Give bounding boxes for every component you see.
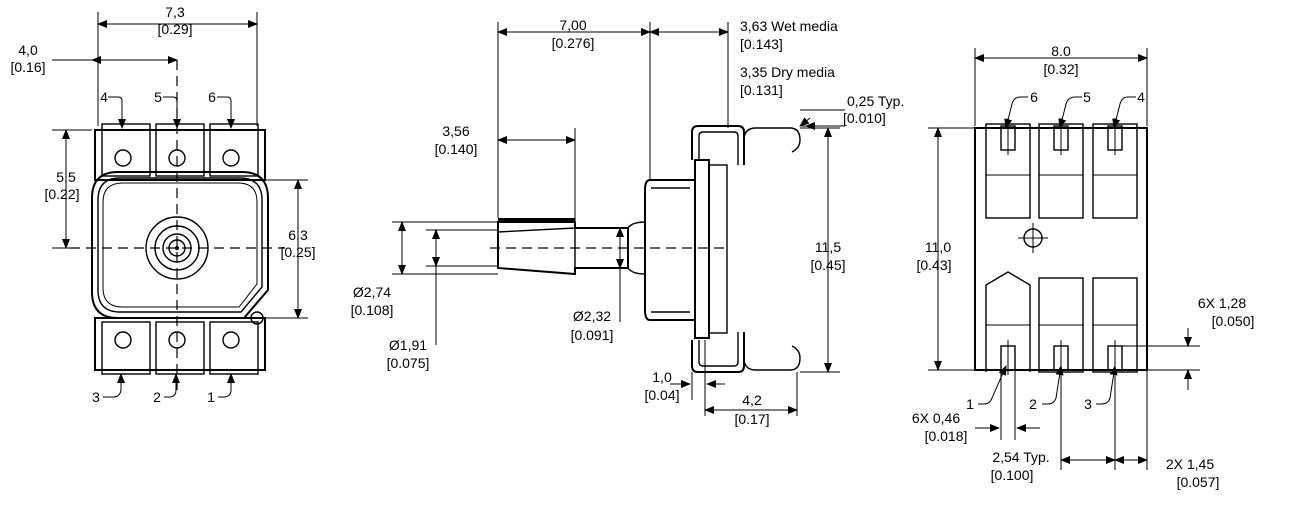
pin-label: 2 [153, 389, 161, 405]
top-view [52, 12, 308, 398]
dim-bottom-width-in: [0.32] [1043, 61, 1078, 77]
dim-wet-media-in: [0.143] [740, 36, 783, 52]
pin-leaders [103, 96, 235, 398]
pin-label: 6 [1030, 89, 1038, 105]
pin-label: 6 [208, 89, 216, 105]
pin-label: 4 [1137, 89, 1145, 105]
dim-port-length-mm: 3,56 [442, 123, 469, 139]
pin-label: 1 [207, 389, 215, 405]
dim-clip-width-in: [0.17] [734, 411, 769, 427]
dim-height-mm: 5,5 [56, 169, 76, 185]
dim-body-in: [0.25] [280, 244, 315, 260]
dim-outer-diameter-mm: Ø2,74 [353, 284, 391, 300]
dim-thickness-mm: 1,0 [652, 369, 672, 385]
dim-pin-pitch-in: [0.100] [991, 467, 1034, 483]
dim-body-mm: 6,3 [288, 227, 308, 243]
dim-height-in: [0.22] [44, 186, 79, 202]
pin-label: 3 [92, 389, 100, 405]
pressure-port [497, 218, 629, 276]
dim-clip-width-mm: 4,2 [742, 392, 762, 408]
pin-label: 5 [154, 89, 162, 105]
dim-width-in: [0.29] [157, 21, 192, 37]
dim-outer-diameter-in: [0.108] [351, 302, 394, 318]
pin-label: 2 [1029, 396, 1037, 412]
dim-pin-pitch-mm: 2,54 Typ. [992, 449, 1049, 465]
dim-bottom-width-mm: 8.0 [1051, 43, 1071, 59]
dim-edge-mm: 2X 1,45 [1166, 456, 1214, 472]
dim-pin-length-mm: 6X 1,28 [1198, 295, 1246, 311]
dim-pin-length-in: [0.050] [1212, 313, 1255, 329]
dim-pitch-in: [0.16] [10, 59, 45, 75]
dim-wet-media: 3,63 Wet media [740, 18, 838, 34]
side-clips [691, 125, 801, 373]
side-view [392, 22, 845, 416]
pin-label: 3 [1084, 396, 1092, 412]
dim-inner-diameter-mm: Ø1,91 [389, 337, 427, 353]
pin-label: 1 [966, 396, 974, 412]
dim-thickness-in: [0.04] [644, 387, 679, 403]
dim-dry-media: 3,35 Dry media [740, 64, 835, 80]
dim-pin-width-in: [0.018] [925, 428, 968, 444]
lower-pin-tabs [94, 317, 266, 375]
dim-typ: 0,25 Typ. [847, 93, 904, 109]
dim-length-in: [0.276] [552, 35, 595, 51]
dim-typ-in: [0.010] [843, 110, 886, 126]
dim-length-mm: 7,00 [559, 17, 586, 33]
pin-label: 4 [100, 89, 108, 105]
dim-dry-media-in: [0.131] [740, 82, 783, 98]
dim-side-height-in: [0.45] [810, 257, 845, 273]
dim-width-mm: 7,3 [165, 4, 185, 20]
bottom-view [928, 48, 1200, 470]
dim-bottom-height-mm: 11,0 [925, 239, 951, 255]
dim-side-height-mm: 11,5 [815, 239, 841, 255]
dim-neck-diameter-in: [0.091] [571, 327, 614, 343]
dim-pin-width-mm: 6X 0,46 [912, 410, 960, 426]
dim-pitch-mm: 4,0 [18, 42, 38, 58]
pin-label: 5 [1083, 89, 1091, 105]
dim-edge-in: [0.057] [1177, 474, 1220, 490]
dim-neck-diameter-mm: Ø2,32 [573, 308, 611, 324]
upper-pin-tabs [94, 123, 266, 181]
dim-port-length-in: [0.140] [435, 141, 478, 157]
dim-inner-diameter-in: [0.075] [387, 355, 430, 371]
dim-bottom-height-in: [0.43] [916, 257, 951, 273]
